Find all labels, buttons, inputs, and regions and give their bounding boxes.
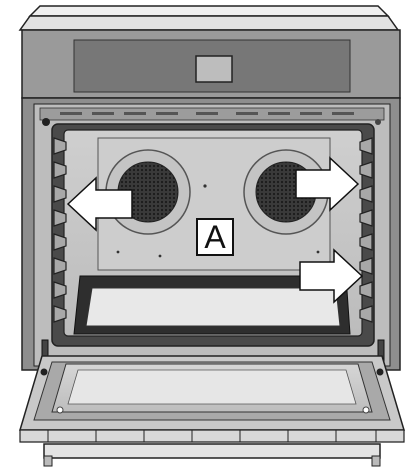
callout-label-a: A xyxy=(196,218,234,256)
oven-top-trim xyxy=(20,6,398,30)
display-screen xyxy=(196,56,232,82)
door-handle xyxy=(44,444,380,466)
oven-door xyxy=(20,356,404,442)
